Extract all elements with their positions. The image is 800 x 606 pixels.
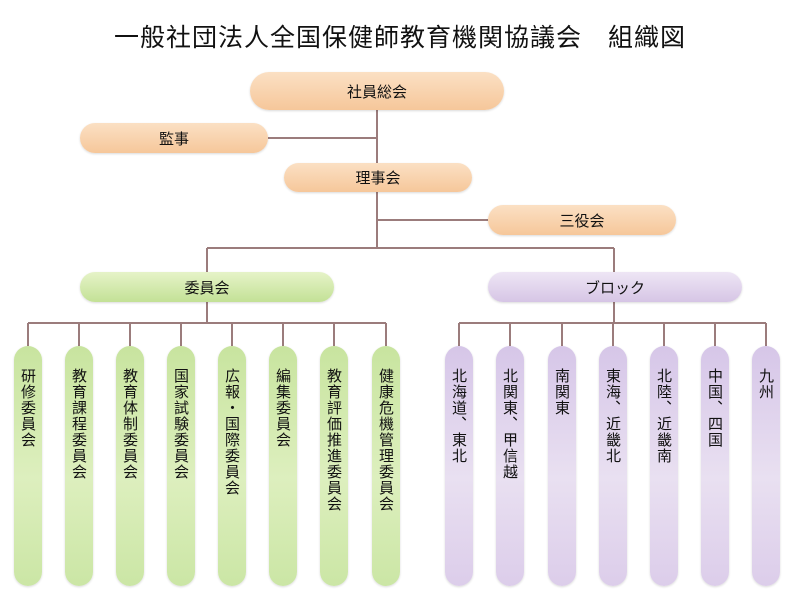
block-label: 九州: [757, 368, 775, 400]
committee-label: 教育課程委員会: [70, 368, 88, 480]
block-minamikanto: 南関東: [548, 346, 576, 586]
block-label: 東海、近畿北: [604, 368, 622, 464]
committee-label: 教育体制委員会: [121, 368, 139, 480]
committee-label: 広報・国際委員会: [223, 368, 241, 496]
block-label: 北陸、近畿南: [655, 368, 673, 464]
block-label: 南関東: [553, 368, 571, 416]
auditor-label: 監事: [158, 129, 189, 148]
committees-node: 委員会: [80, 272, 334, 302]
committee-evaluation: 教育評価推進委員会: [320, 346, 348, 586]
block-kyushu: 九州: [752, 346, 780, 586]
committee-national-exam: 国家試験委員会: [167, 346, 195, 586]
committee-health-crisis: 健康危機管理委員会: [372, 346, 400, 586]
block-kitakanto-koshinetsu: 北関東、甲信越: [496, 346, 524, 586]
board-node: 理事会: [284, 163, 472, 192]
committee-training: 研修委員会: [14, 346, 42, 586]
general-meeting-node: 社員総会: [250, 72, 504, 110]
page-title: 一般社団法人全国保健師教育機関協議会 組織図: [113, 23, 686, 52]
block-label: 北海道、東北: [450, 368, 468, 464]
block-hokuriku-kinkiminami: 北陸、近畿南: [650, 346, 678, 586]
committee-label: 編集委員会: [274, 368, 292, 448]
three-officers-node: 三役会: [488, 205, 676, 235]
committee-education-system: 教育体制委員会: [116, 346, 144, 586]
blocks-node: ブロック: [488, 272, 742, 302]
committee-editorial: 編集委員会: [269, 346, 297, 586]
committees-label: 委員会: [184, 278, 230, 297]
block-label: 北関東、甲信越: [501, 368, 519, 480]
board-label: 理事会: [355, 169, 401, 187]
auditor-node: 監事: [80, 123, 268, 153]
committee-label: 国家試験委員会: [172, 368, 190, 480]
committee-label: 研修委員会: [19, 368, 37, 448]
committee-pr-international: 広報・国際委員会: [218, 346, 246, 586]
committee-label: 教育評価推進委員会: [325, 368, 343, 512]
block-chugoku-shikoku: 中国、四国: [701, 346, 729, 586]
committee-curriculum: 教育課程委員会: [65, 346, 93, 586]
block-label: 中国、四国: [706, 368, 724, 448]
general-meeting-label: 社員総会: [346, 82, 407, 101]
three-officers-label: 三役会: [559, 211, 605, 230]
block-hokkaido-tohoku: 北海道、東北: [445, 346, 473, 586]
blocks-label: ブロック: [584, 278, 645, 297]
committee-label: 健康危機管理委員会: [377, 368, 395, 512]
block-tokai-kinkikita: 東海、近畿北: [599, 346, 627, 586]
